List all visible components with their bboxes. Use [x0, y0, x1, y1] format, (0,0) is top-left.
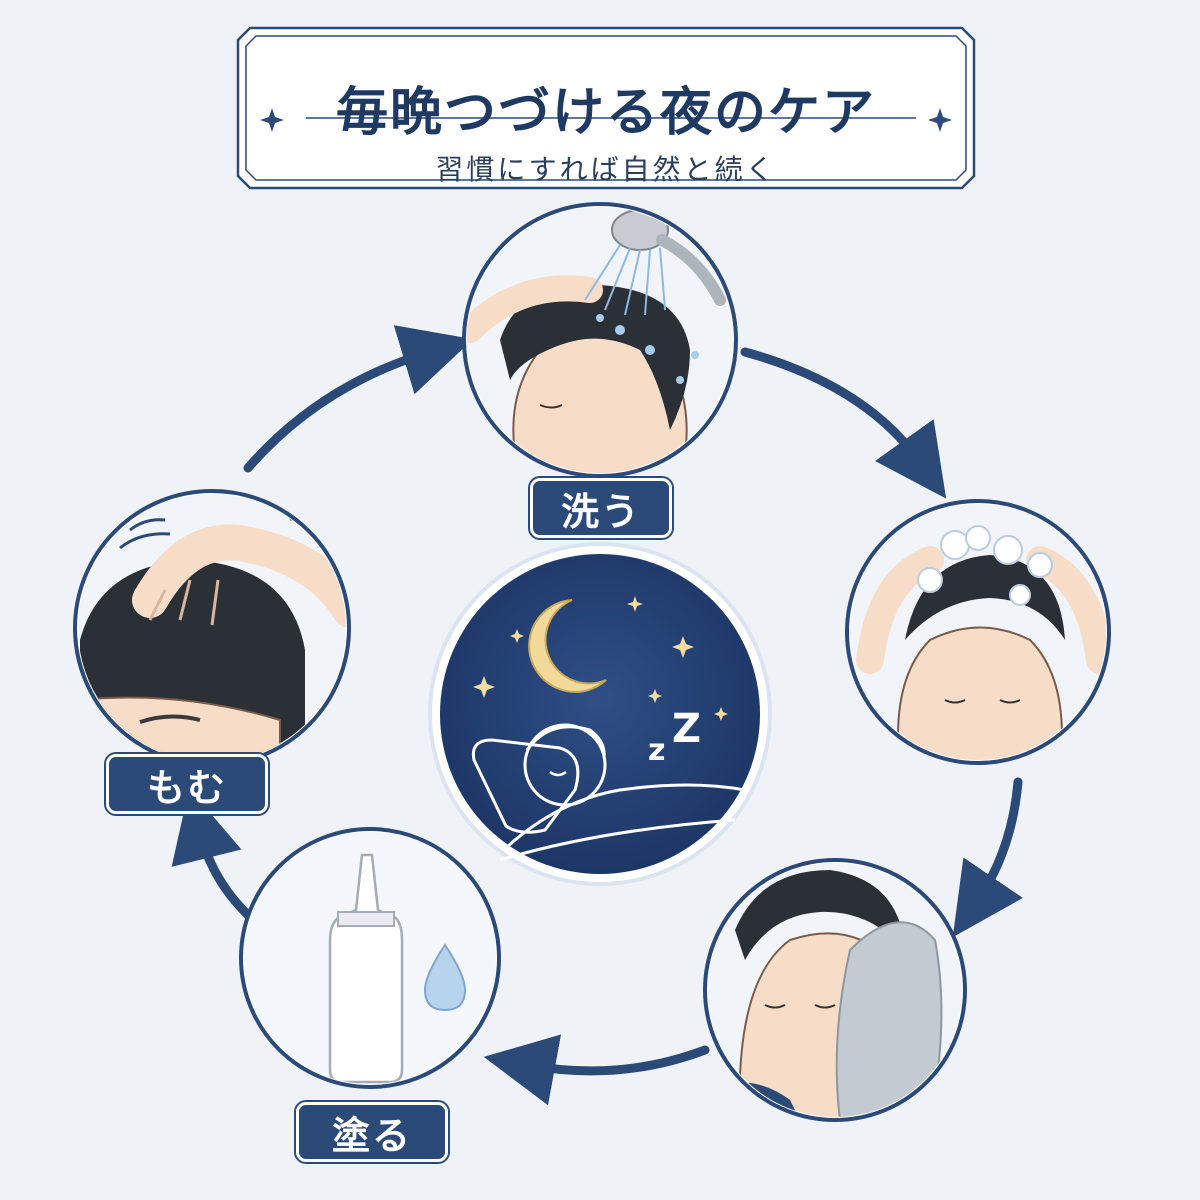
cycle-arrows	[171, 325, 1023, 1106]
step-apply-scene	[239, 827, 501, 1089]
foam-icon	[917, 525, 1053, 606]
step-massage-scene	[73, 489, 351, 767]
step-towel-scene	[703, 858, 967, 1122]
towel-icon	[835, 921, 943, 1117]
pillow-icon	[471, 738, 580, 834]
arrow-to-wash	[243, 325, 474, 473]
arrow-to-towel	[952, 777, 1023, 938]
sparkle-icon	[928, 108, 952, 132]
page-title: 毎晩つづける夜のケア	[335, 82, 876, 143]
moon-icon	[528, 599, 607, 693]
title-panel: 毎晩つづける夜のケア 習慣にすれば自然と続く	[236, 26, 976, 190]
arrow-to-apply	[483, 1034, 710, 1106]
zzz-text: z	[648, 733, 665, 768]
blanket-icon	[499, 783, 746, 862]
bottle-icon	[328, 853, 404, 1084]
sleep-scene: z Z	[428, 542, 772, 886]
arrow-to-massage	[171, 788, 253, 920]
step-label-apply: 塗る	[296, 1102, 448, 1162]
arrow-to-lather	[740, 347, 947, 499]
droplet-icon	[423, 943, 467, 1012]
step-label-wash: 洗う	[530, 478, 672, 538]
step-wash-scene	[462, 202, 738, 478]
page-subtitle: 習慣にすれば自然と続く	[435, 153, 777, 186]
title-frame	[236, 26, 976, 190]
step-lather-scene	[845, 499, 1111, 765]
svg-text:Z: Z	[672, 706, 701, 752]
star-icons	[473, 596, 728, 721]
step-label-massage: もむ	[106, 754, 268, 814]
sleeper-head-icon	[523, 723, 607, 807]
sparkle-icon	[260, 108, 284, 132]
